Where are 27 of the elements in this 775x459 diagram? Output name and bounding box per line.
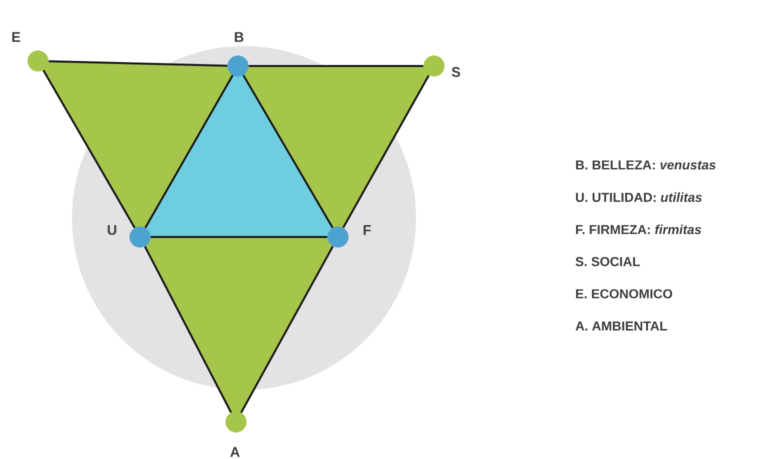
- line: [248, 65, 424, 67]
- legend-text: F. FIRMEZA: firmitas: [576, 224, 702, 234]
- vertex-label: S: [452, 67, 460, 77]
- line: [242, 74, 334, 228]
- line: [144, 246, 232, 413]
- line: [240, 246, 334, 414]
- legend-text: U. UTILIDAD: utilitas: [576, 192, 702, 202]
- vertex-dot: [228, 56, 248, 76]
- legend-text: S. SOCIAL: [576, 257, 640, 266]
- vertex-label: E: [12, 32, 20, 42]
- vertex-dot: [424, 56, 444, 76]
- vertex-dot: [130, 226, 150, 248]
- legend-text: E. ECONOMICO: [576, 289, 672, 298]
- vertex-label: B: [234, 32, 244, 42]
- line: [42, 70, 136, 228]
- line: [48, 60, 228, 67]
- vertex-label: A: [230, 447, 240, 457]
- line: [150, 236, 328, 238]
- line: [342, 74, 430, 228]
- vertex-dot: [226, 412, 246, 432]
- legend-text: A. AMBIENTAL: [576, 322, 667, 330]
- vertex-dot: [328, 226, 348, 248]
- vertex-dot: [28, 50, 48, 72]
- line: [144, 74, 234, 228]
- legend-text: B. BELLEZA: venustas: [576, 160, 716, 170]
- vertex-label: U: [108, 225, 116, 235]
- vertex-label: F: [364, 225, 371, 235]
